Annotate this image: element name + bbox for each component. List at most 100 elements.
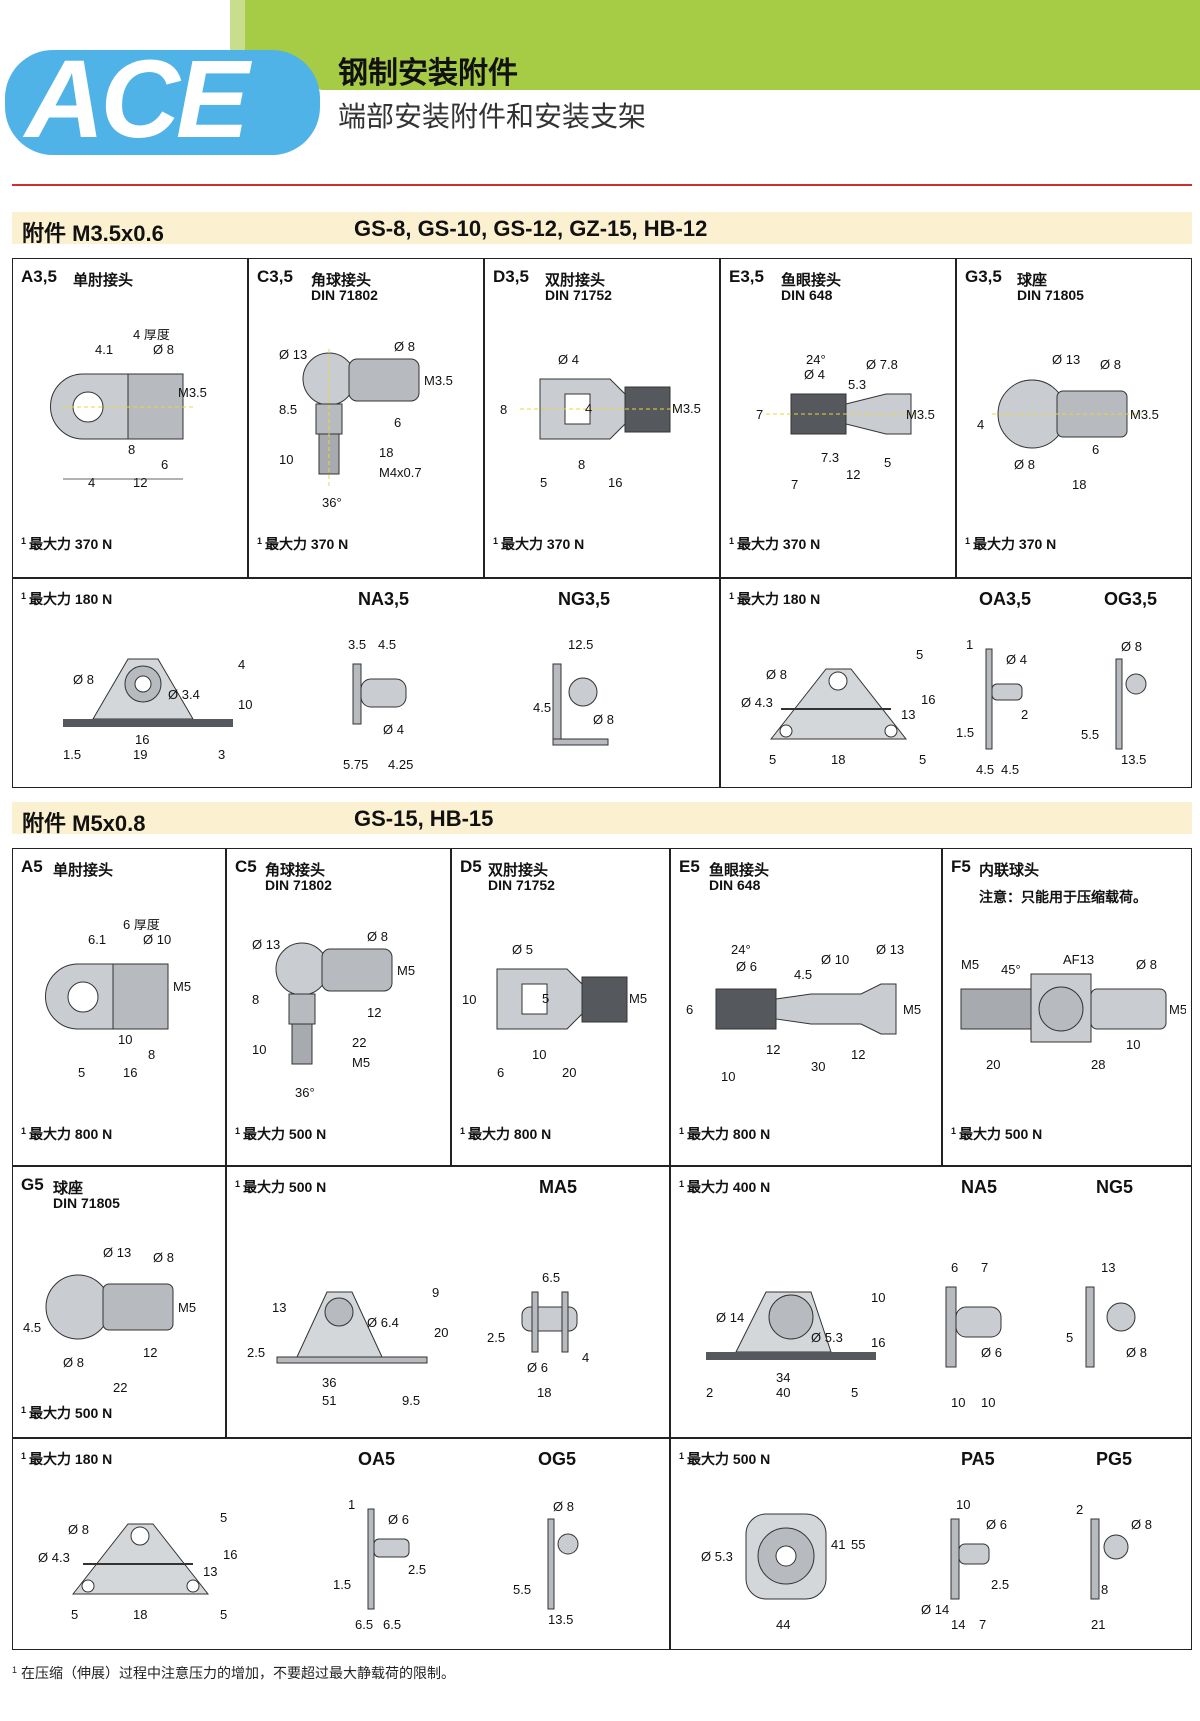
dimension-label: 5 (78, 1065, 85, 1080)
dimension-label: 8 (578, 457, 585, 472)
dimension-label: Ø 8 (1100, 357, 1121, 372)
dimension-label: 55 (851, 1537, 865, 1552)
dimension-label: 7 (756, 407, 763, 422)
part-code: G3,5 (965, 267, 1002, 286)
na-pin-drawing: 6 7 Ø 6 10 10 (945, 1260, 1002, 1410)
label-na5: NA5 (961, 1177, 998, 1197)
dimension-label: M3.5 (178, 385, 207, 400)
part-din: DIN 648 (781, 287, 833, 303)
dimension-label: 13 (901, 707, 915, 722)
dimension-label: 10 (721, 1069, 735, 1084)
dimension-label: M3.5 (1130, 407, 1159, 422)
dimension-label: 16 (608, 475, 622, 490)
dimension-label: Ø 8 (1121, 639, 1142, 654)
dimension-label: Ø 8 (394, 339, 415, 354)
dimension-label: 4.5 (23, 1320, 41, 1335)
bracket-drawing: 13 9 Ø 6.4 20 2.5 36 51 9.5 (247, 1285, 448, 1408)
dimension-label: 10 (238, 697, 252, 712)
dimension-label: 5 (1066, 1330, 1073, 1345)
dimension-label: 20 (986, 1057, 1000, 1072)
dimension-label: 10 (981, 1395, 995, 1410)
inline-ball-joint-drawing: M5 45° AF13 Ø 8 M5 10 20 28 (960, 952, 1186, 1072)
dimension-label: Ø 14 (921, 1602, 949, 1617)
oa-pin-drawing: 1 Ø 4 2 1.5 4.5 4.5 (956, 637, 1028, 777)
dimension-label: Ø 4 (383, 722, 404, 737)
panel-c35: C3,5 角球接头 DIN 71802 Ø 13 Ø 8 M3.5 8.5 6 … (248, 258, 484, 578)
section-title: 附件 M5x0.8 (22, 811, 146, 836)
part-code: E5 (679, 857, 700, 876)
dimension-label: 6 (951, 1260, 958, 1275)
label-pg5: PG5 (1096, 1449, 1133, 1469)
panel-f5: F5 内联球头 注意：只能用于压缩载荷。 M5 45° AF13 Ø 8 M5 … (942, 848, 1192, 1166)
dimension-label: 4.25 (388, 757, 413, 772)
dimension-label: Ø 13 (252, 937, 280, 952)
dimension-label: 18 (537, 1385, 551, 1400)
dimension-label: 12 (851, 1047, 865, 1062)
dimension-label: Ø 13 (876, 942, 904, 957)
part-din: DIN 648 (709, 877, 761, 893)
dimension-label: Ø 6 (986, 1517, 1007, 1532)
dimension-label: Ø 3.4 (168, 687, 200, 702)
dimension-label: 16 (123, 1065, 137, 1080)
part-din: DIN 71805 (1017, 287, 1084, 303)
section-bar-m35: 附件 M3.5x0.6 GS-8, GS-10, GS-12, GZ-15, H… (12, 212, 1192, 246)
header-green-band (245, 0, 1200, 90)
dimension-label: Ø 4 (804, 367, 825, 382)
pg-ball-stud-drawing: 2 Ø 8 8 21 (1076, 1502, 1152, 1632)
part-note: 注意：只能用于压缩载荷。 (979, 889, 1147, 905)
dimension-label: Ø 5 (512, 942, 533, 957)
dimension-label: 6 (394, 415, 401, 430)
double-clevis-drawing: Ø 5 10 5 M5 10 6 20 (462, 942, 647, 1080)
dimension-label: 10 (118, 1032, 132, 1047)
dimension-label: Ø 8 (593, 712, 614, 727)
dimension-label: 2.5 (487, 1330, 505, 1345)
dimension-label: 2.5 (247, 1345, 265, 1360)
dimension-label: M5 (397, 963, 415, 978)
dimension-label: 20 (562, 1065, 576, 1080)
dimension-label: 2.5 (408, 1562, 426, 1577)
dimension-label: 5 (220, 1607, 227, 1622)
section-bar-m5: 附件 M5x0.8 GS-15, HB-15 (12, 802, 1192, 836)
dimension-label: 4.5 (1001, 762, 1019, 777)
dimension-label: Ø 8 (1126, 1345, 1147, 1360)
ball-socket-drawing: Ø 13 Ø 8 M5 4.5 12 Ø 8 22 (23, 1245, 196, 1395)
part-name: 球座 (1017, 272, 1048, 289)
dimension-label: M3.5 (424, 373, 453, 388)
dimension-label: 40 (776, 1385, 790, 1400)
dimension-label: Ø 10 (143, 932, 171, 947)
dimension-label: 13.5 (548, 1612, 573, 1627)
ball-socket-drawing: Ø 13 Ø 8 4 M3.5 Ø 8 6 18 (977, 352, 1159, 492)
angle-ball-joint-drawing: Ø 13 Ø 8 M5 8 12 10 22 M5 36° (252, 929, 415, 1100)
flange-plate-drawing: Ø 5.3 41 55 44 (701, 1513, 865, 1632)
pa-pin-drawing: 10 Ø 6 2.5 Ø 14 14 7 (921, 1497, 1009, 1632)
dimension-label: 10 (956, 1497, 970, 1512)
dimension-label: 9 (432, 1285, 439, 1300)
dimension-label: 13 (272, 1300, 286, 1315)
part-code: F5 (951, 857, 971, 876)
panel-g35: G3,5 球座 DIN 71805 Ø 13 Ø 8 4 M3.5 Ø 8 6 … (956, 258, 1192, 578)
dimension-label: 4.5 (976, 762, 994, 777)
dimension-label: Ø 8 (1014, 457, 1035, 472)
dimension-label: 8 (128, 442, 135, 457)
dimension-label: Ø 4 (1006, 652, 1027, 667)
dimension-label: 5.3 (848, 377, 866, 392)
dimension-label: 5 (220, 1510, 227, 1525)
dimension-label: 4 (88, 475, 95, 490)
dimension-label: 4.5 (378, 637, 396, 652)
panel-e35: E3,5 鱼眼接头 DIN 648 24° Ø 4 Ø 7.8 5.3 7 M3… (720, 258, 956, 578)
dimension-label: 5 (916, 647, 923, 662)
dimension-label: 7 (981, 1260, 988, 1275)
dimension-label: 6 (161, 457, 168, 472)
part-code: D5 (460, 857, 482, 876)
